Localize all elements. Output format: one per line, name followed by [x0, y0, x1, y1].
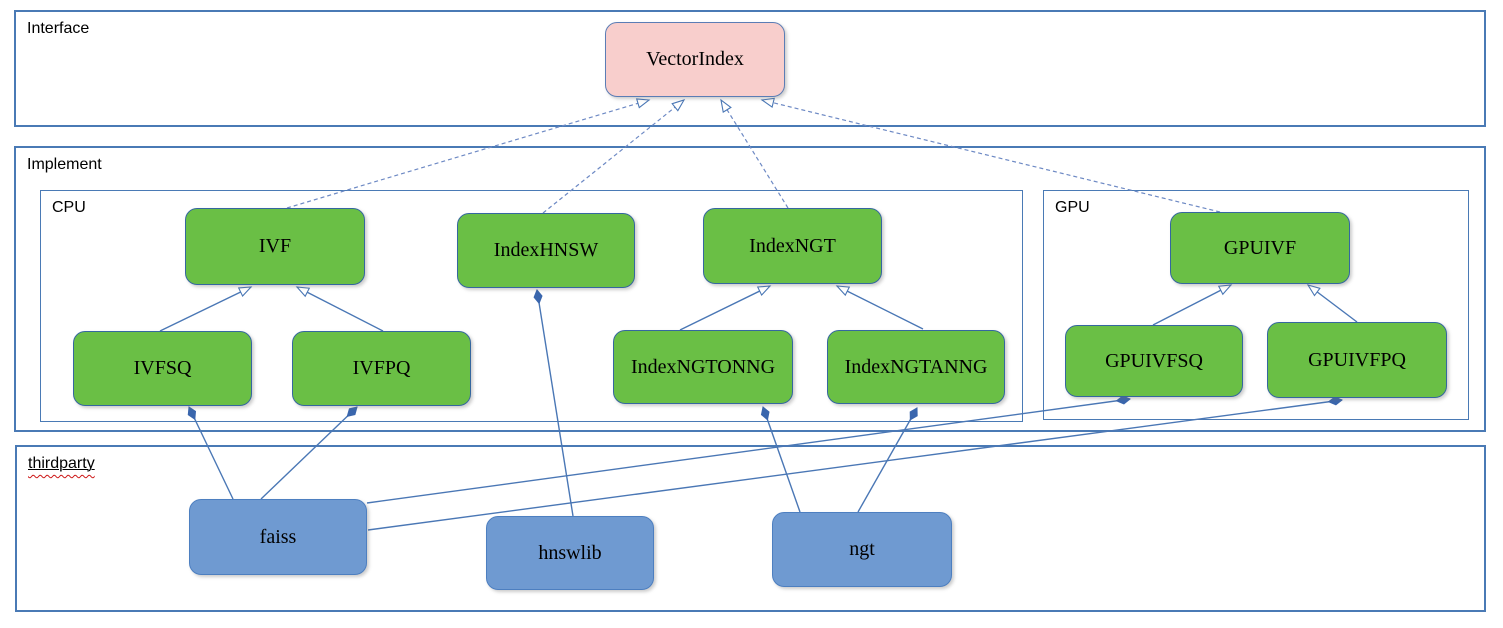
node-indexngtonng: IndexNGTONNG: [613, 330, 793, 404]
node-faiss: faiss: [189, 499, 367, 575]
node-ivf: IVF: [185, 208, 365, 285]
node-gpuivfsq: GPUIVFSQ: [1065, 325, 1243, 397]
node-ngt: ngt: [772, 512, 952, 587]
node-gpuivfpq: GPUIVFPQ: [1267, 322, 1447, 398]
node-indexngtanng: IndexNGTANNG: [827, 330, 1005, 404]
group-gpu-label: GPU: [1055, 199, 1090, 216]
node-ivfsq: IVFSQ: [73, 331, 252, 406]
node-indexngt: IndexNGT: [703, 208, 882, 284]
group-interface-label: Interface: [27, 20, 90, 37]
node-vectorindex: VectorIndex: [605, 22, 785, 97]
node-hnswlib: hnswlib: [486, 516, 654, 590]
spellcheck-underline: thirdparty: [28, 455, 95, 472]
group-cpu-label: CPU: [52, 199, 86, 216]
node-indexhnsw: IndexHNSW: [457, 213, 635, 288]
node-ivfpq: IVFPQ: [292, 331, 471, 406]
node-gpuivf: GPUIVF: [1170, 212, 1350, 284]
group-implement-label: Implement: [27, 156, 102, 173]
group-thirdparty-label: thirdparty: [28, 455, 95, 473]
